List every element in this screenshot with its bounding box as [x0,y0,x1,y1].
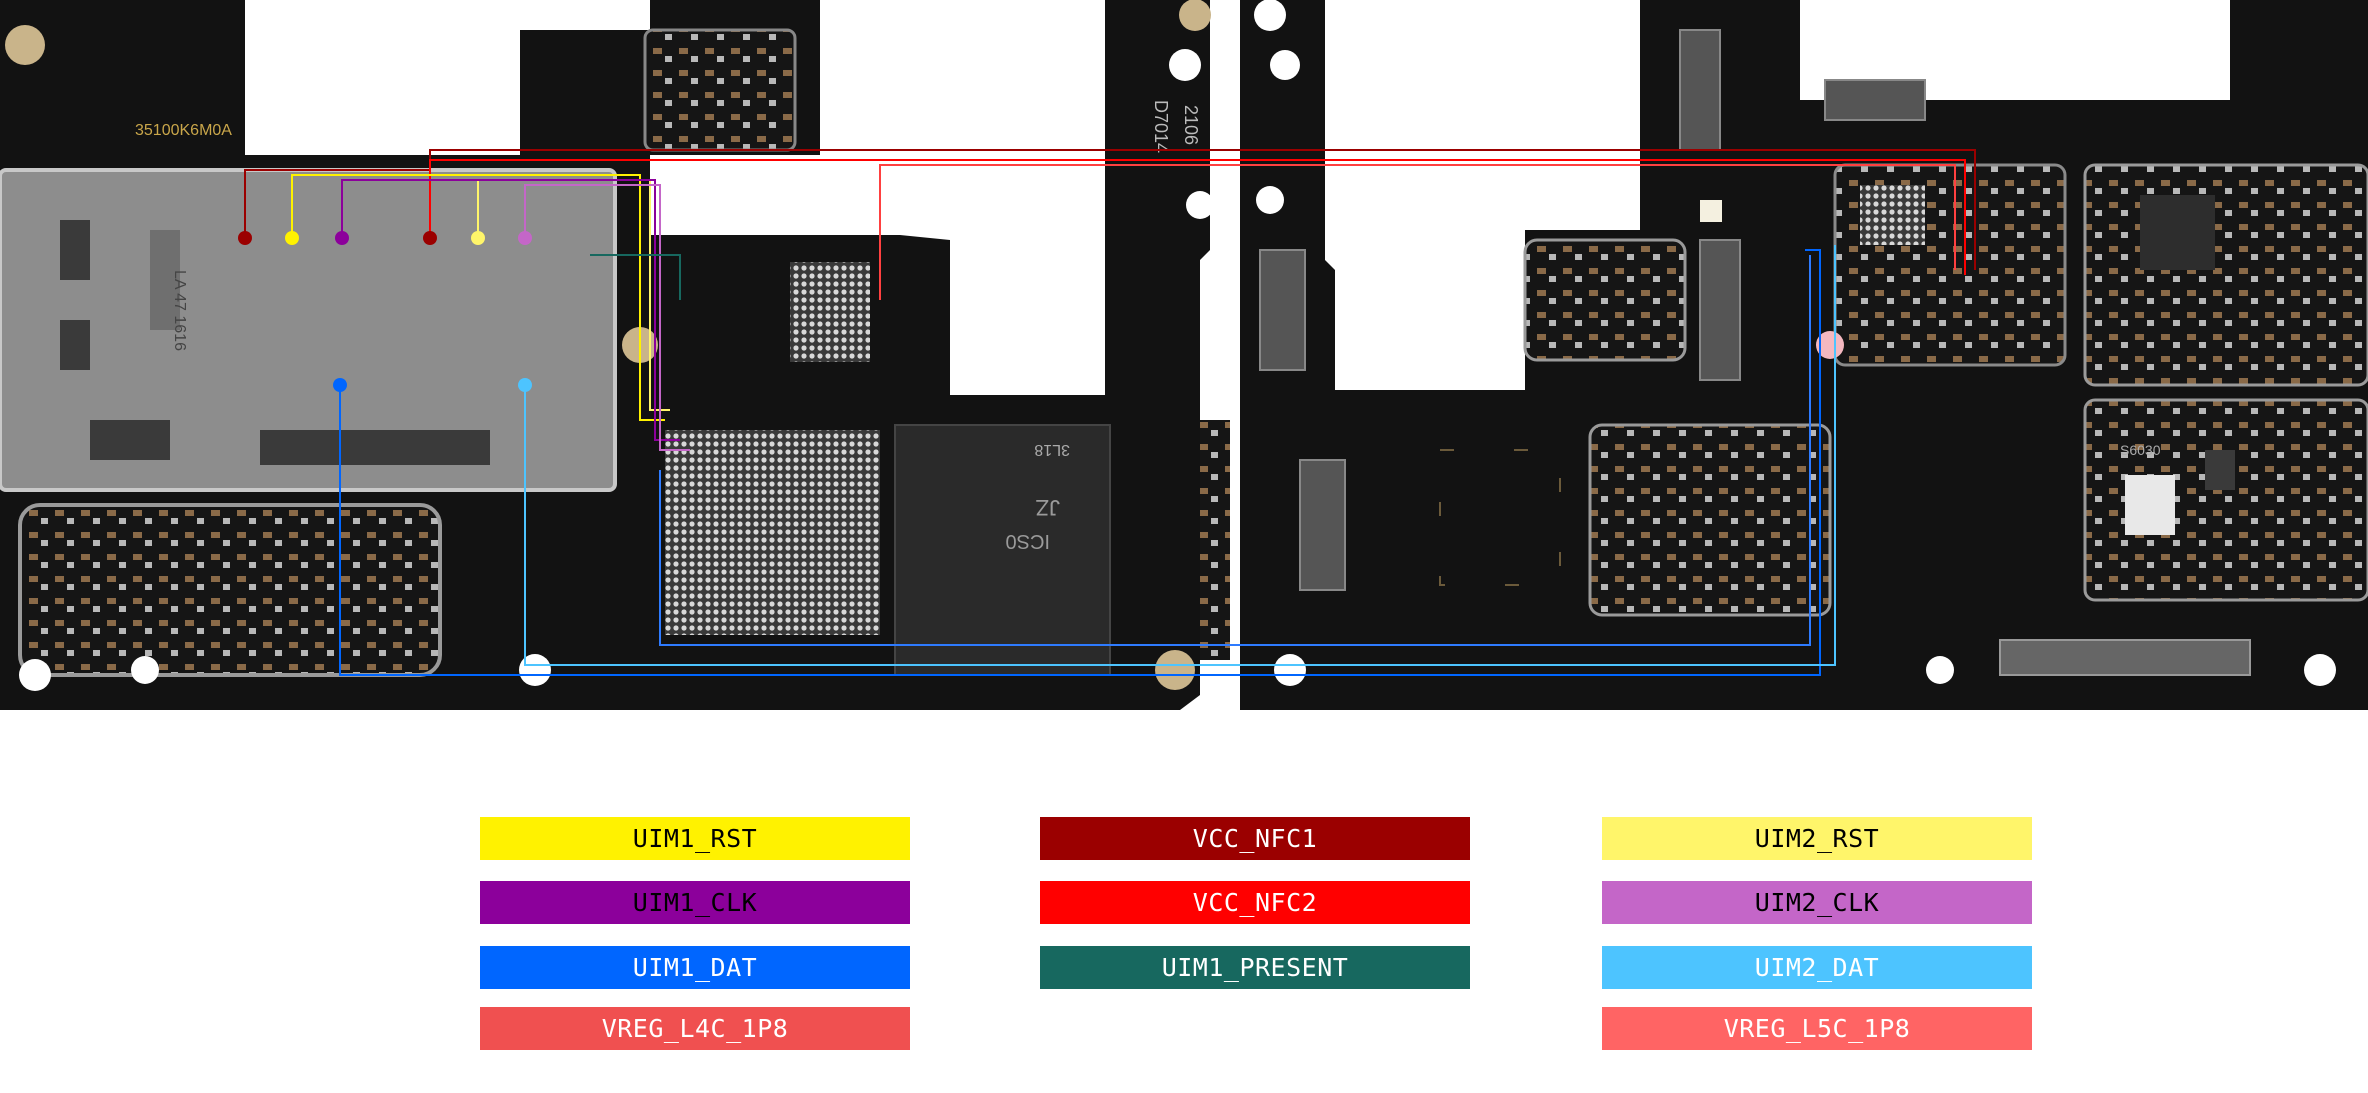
legend-label: UIM1_RST [632,824,758,853]
board-to-board-connector [1999,639,2251,676]
sim-contacts [238,231,532,392]
legend-uim2-clk: UIM2_CLK [1602,881,2032,924]
legend-label: VREG_L4C_1P8 [601,1014,789,1043]
trace-uim2-clk [524,184,690,451]
trace-uim1-dat [339,249,1821,676]
trace-uim1-present [590,254,681,300]
cpu-bga [665,430,880,635]
legend-label: VCC_NFC2 [1192,888,1318,917]
legend-label: UIM2_DAT [1754,953,1880,982]
trace-uim1-rst [291,174,665,421]
legend-vcc-nfc2: VCC_NFC2 [1040,881,1470,924]
chip-code: 3L18 [1034,441,1070,458]
sim-tray-code: LA 47 1616 [171,270,188,351]
connector-1 [1259,249,1306,371]
right-ic-code: S6030 [2120,442,2161,458]
memory-chip [894,424,1111,676]
legend-uim1-present: UIM1_PRESENT [1040,946,1470,989]
legend-uim1-dat: UIM1_DAT [480,946,910,989]
connector-2 [1299,459,1346,591]
legend-vreg-l4c: VREG_L4C_1P8 [480,1007,910,1050]
legend-label: UIM2_CLK [1754,888,1880,917]
right-board: S6030 [1240,0,2368,710]
right-ic-block [2083,163,2368,387]
chip-code-3: ICS0 [1006,530,1050,552]
connector-5 [1824,79,1926,121]
flex-code-1: 2106 [1181,105,1201,145]
trace-overlays [244,149,1976,676]
legend-label: VREG_L5C_1P8 [1723,1014,1911,1043]
legend-uim1-clk: UIM1_CLK [480,881,910,924]
connector-3 [1679,29,1721,151]
legend-label: UIM1_CLK [632,888,758,917]
flex-code-2: D7014 [1151,100,1171,153]
small-bga [790,262,870,362]
trace-vcc-nfc2 [429,159,1966,275]
legend-uim1-rst: UIM1_RST [480,817,910,860]
legend-vcc-nfc1: VCC_NFC1 [1040,817,1470,860]
pmic-area [18,503,442,677]
connector-4 [1699,239,1741,381]
trace-uim1-clk [341,179,680,441]
legend-label: VCC_NFC1 [1192,824,1318,853]
trace-uim2-dat [524,245,1836,666]
chip-code-2: JZ [1036,495,1060,520]
legend-uim2-rst: UIM2_RST [1602,817,2032,860]
legend-label: UIM1_DAT [632,953,758,982]
legend-label: UIM2_RST [1754,824,1880,853]
legend-uim2-dat: UIM2_DAT [1602,946,2032,989]
legend-vreg-l5c: VREG_L5C_1P8 [1602,1007,2032,1050]
left-board: 35100K6M0A LA 47 1616 2106 D7014 3L18 JZ… [0,0,1230,710]
board-part-number: 35100K6M0A [135,122,232,139]
legend-label: UIM1_PRESENT [1161,953,1349,982]
